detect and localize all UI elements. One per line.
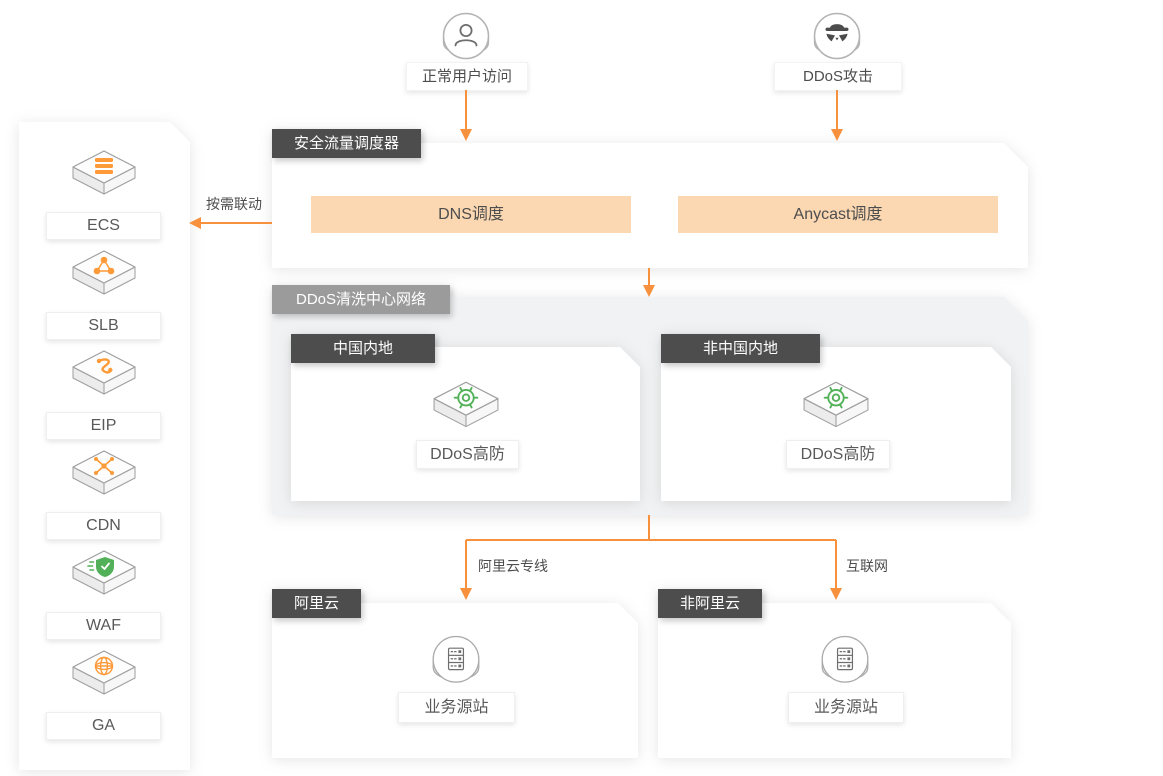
origin-non-alibaba-cloud-box: 非阿里云 业务源站 [658, 589, 1011, 758]
anti-ddos-gear-icon [802, 381, 870, 435]
origin-server-icon [818, 635, 872, 693]
security-traffic-scheduler-box: 安全流量调度器 DNS调度 Anycast调度 [272, 129, 1028, 268]
origin-non-alibaba-cloud-tag: 非阿里云 [658, 589, 763, 618]
zone-outside-china-box: 非中国内地 DDoS高防 [661, 334, 1011, 501]
sidebar-item-cdn: CDN [46, 512, 161, 540]
dns-scheduling-bar: DNS调度 [311, 196, 631, 233]
cloud-products-panel: ECS SLB EIP CDN WAF GA [19, 122, 190, 770]
alibaba-cloud-express-route-label: 阿里云专线 [478, 558, 548, 574]
user-icon [442, 12, 490, 66]
slb-load-balancer-icon [71, 250, 137, 302]
cdn-icon [71, 450, 137, 502]
origin-alibaba-cloud-box: 阿里云 业务源站 [272, 589, 638, 758]
zone-outside-china-tag: 非中国内地 [661, 334, 821, 363]
ecs-server-icon [71, 150, 137, 202]
origin-non-alibaba-cloud-background [658, 603, 1011, 758]
internet-route-label: 互联网 [846, 558, 888, 574]
anti-ddos-gear-icon [432, 381, 500, 435]
zone-china-mainland-box: 中国内地 DDoS高防 [291, 334, 640, 501]
origin-site-label: 业务源站 [788, 692, 904, 723]
sidebar-item-ecs: ECS [46, 212, 161, 240]
on-demand-linkage-label: 按需联动 [206, 196, 262, 212]
hacker-icon [813, 12, 861, 66]
eip-icon [71, 350, 137, 402]
ddos-attack-label: DDoS攻击 [774, 62, 902, 91]
origin-server-icon [429, 635, 483, 693]
sidebar-item-waf: WAF [46, 612, 161, 640]
sidebar-item-ga: GA [46, 712, 161, 740]
zone-china-mainland-tag: 中国内地 [291, 334, 436, 363]
ga-globe-icon [71, 650, 137, 702]
ddos-cleaning-center-network: DDoS清洗中心网络 中国内地 DDoS高防 非中国内地 DDoS高防 [272, 285, 1028, 515]
waf-shield-icon [71, 550, 137, 602]
anti-ddos-node-label: DDoS高防 [786, 440, 890, 469]
normal-user-access-label: 正常用户访问 [406, 62, 528, 91]
sidebar-item-slb: SLB [46, 312, 161, 340]
scheduler-tag: 安全流量调度器 [272, 129, 422, 158]
anycast-scheduling-bar: Anycast调度 [678, 196, 998, 233]
sidebar-item-eip: EIP [46, 412, 161, 440]
origin-alibaba-cloud-tag: 阿里云 [272, 589, 362, 618]
cleaning-center-tag: DDoS清洗中心网络 [272, 285, 451, 314]
origin-site-label: 业务源站 [398, 692, 515, 723]
anti-ddos-node-label: DDoS高防 [416, 440, 519, 469]
